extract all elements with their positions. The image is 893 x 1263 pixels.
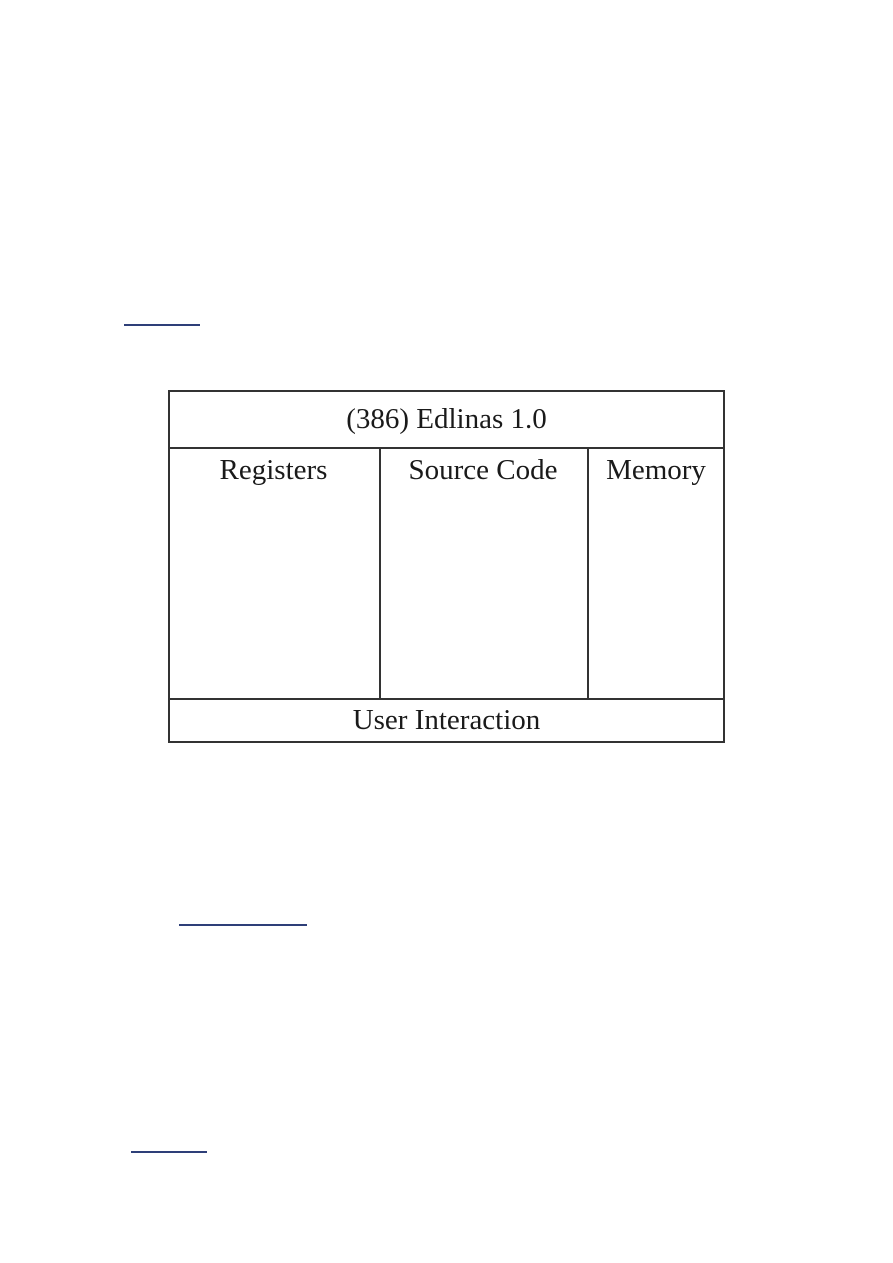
user-interaction-label: User Interaction bbox=[352, 704, 541, 736]
diagram-title: (386) Edlinas 1.0 bbox=[346, 403, 547, 435]
registers-label: Registers bbox=[219, 454, 328, 486]
diagram-panes: Registers Source Code Memory bbox=[170, 449, 723, 700]
diagram-title-bar: (386) Edlinas 1.0 bbox=[170, 392, 723, 449]
memory-label: Memory bbox=[606, 454, 706, 486]
user-interaction-bar: User Interaction bbox=[170, 700, 723, 741]
hyperlink-underline[interactable] bbox=[124, 324, 200, 326]
hyperlink-underline[interactable] bbox=[179, 924, 307, 926]
source-code-pane: Source Code bbox=[379, 449, 585, 698]
registers-pane: Registers bbox=[170, 449, 377, 698]
hyperlink-underline[interactable] bbox=[131, 1151, 207, 1153]
source-code-label: Source Code bbox=[408, 454, 558, 486]
memory-pane: Memory bbox=[587, 449, 723, 698]
edlinas-layout-diagram: (386) Edlinas 1.0 Registers Source Code … bbox=[168, 390, 725, 743]
